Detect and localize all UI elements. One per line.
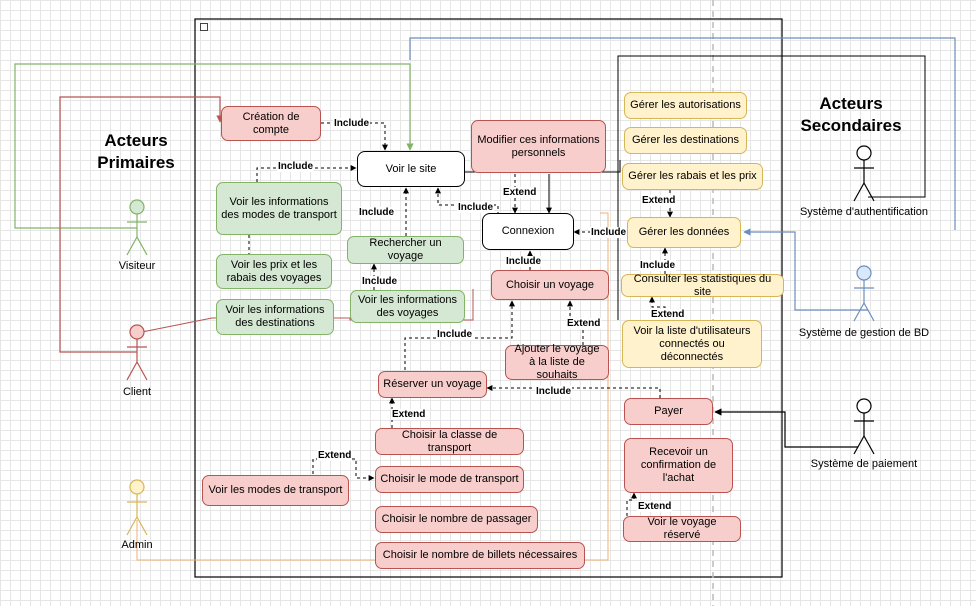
use-case-voir-infos-destinations[interactable]: Voir les informations des destinations	[216, 299, 334, 335]
bd-gerer-donnees-link	[743, 228, 868, 311]
extend-label: Extend	[637, 501, 673, 512]
use-case-modifier-infos[interactable]: Modifier ces informations personnels	[471, 120, 606, 173]
use-case-gerer-destinations[interactable]: Gérer les destinations	[624, 127, 747, 154]
include-label: Include	[457, 202, 495, 213]
use-case-voir-prix-rabais[interactable]: Voir les prix et les rabais des voyages	[216, 254, 332, 289]
use-case-voir-site[interactable]: Voir le site	[357, 151, 465, 187]
use-case-rechercher-voyage[interactable]: Rechercher un voyage	[347, 236, 464, 264]
admin-link	[136, 212, 609, 561]
client-actor-icon	[126, 324, 148, 381]
use-case-recevoir-confirmation[interactable]: Recevoir un confirmation de l'achat	[624, 438, 733, 493]
auth-system-actor-icon	[853, 145, 875, 202]
system-boundary	[194, 18, 783, 578]
client-creation-compte-link	[59, 96, 224, 353]
use-case-voir-modes-transport[interactable]: Voir les modes de transport	[202, 475, 349, 506]
extend-label: Extend	[650, 309, 686, 320]
client-actor-label: Client	[122, 386, 152, 398]
use-case-choisir-nb-passager[interactable]: Choisir le nombre de passager	[375, 506, 538, 533]
paiement-system-actor-label: Système de paiement	[810, 458, 918, 470]
use-case-reserver-voyage[interactable]: Réserver un voyage	[378, 371, 487, 398]
paiement-payer-link	[714, 408, 858, 448]
extend-label: Extend	[566, 318, 602, 329]
use-case-choisir-mode[interactable]: Choisir le mode de transport	[375, 466, 524, 493]
bd-system-actor-label: Système de gestion de BD	[798, 327, 930, 339]
use-case-payer[interactable]: Payer	[624, 398, 713, 425]
include-label: Include	[436, 329, 474, 340]
use-case-ajouter-souhaits[interactable]: Ajouter le voyage à la liste de souhaits	[505, 343, 609, 381]
include-label: Include	[505, 256, 543, 267]
include-label: Include	[590, 227, 628, 238]
use-case-voir-liste-utilisateurs[interactable]: Voir la liste d'utilisateurs connectés o…	[622, 320, 762, 368]
visiteur-actor-icon	[126, 199, 148, 256]
visiteur-actor-label: Visiteur	[118, 260, 156, 272]
auth-system-actor-label: Système d'authentification	[799, 206, 929, 218]
extend-label: Extend	[502, 187, 538, 198]
include-label: Include	[333, 118, 371, 129]
auth-admin-link	[617, 55, 926, 320]
use-case-connexion[interactable]: Connexion	[482, 213, 574, 250]
include-label: Include	[361, 276, 399, 287]
auth-link	[409, 37, 956, 230]
use-case-choisir-nb-billets[interactable]: Choisir le nombre de billets nécessaires	[375, 542, 585, 569]
admin-actor-label: Admin	[121, 539, 153, 551]
conn-voir-reserve-confirmation	[626, 492, 637, 516]
visiteur-voir-site-link	[14, 63, 414, 229]
use-case-gerer-autorisations[interactable]: Gérer les autorisations	[624, 92, 747, 119]
bd-system-actor-icon	[853, 265, 875, 322]
use-case-gerer-donnees[interactable]: Gérer les données	[627, 217, 741, 248]
include-label: Include	[639, 260, 677, 271]
use-case-voir-infos-voyages[interactable]: Voir les informations des voyages	[350, 290, 465, 323]
use-case-voir-voyage-reserve[interactable]: Voir le voyage réservé	[623, 516, 741, 542]
include-label: Include	[277, 161, 315, 172]
secondary-actors-heading: Acteurs Secondaires	[800, 94, 902, 135]
use-case-choisir-voyage[interactable]: Choisir un voyage	[491, 270, 609, 300]
use-case-gerer-rabais[interactable]: Gérer les rabais et les prix	[622, 163, 763, 190]
use-case-voir-modes-transport-info[interactable]: Voir les informations des modes de trans…	[216, 182, 342, 235]
extend-label: Extend	[391, 409, 427, 420]
include-label: Include	[358, 207, 396, 218]
use-case-creation-compte[interactable]: Création de compte	[221, 106, 321, 141]
system-boundary-icon	[200, 23, 208, 31]
admin-actor-icon	[126, 479, 148, 536]
include-label: Include	[535, 386, 573, 397]
extend-label: Extend	[641, 195, 677, 206]
conn-modes-voir-site	[256, 165, 357, 182]
use-case-consulter-stats[interactable]: Consulter les statistiques du site	[621, 273, 784, 298]
conn-payer-reserver	[486, 385, 661, 398]
primary-actors-heading: Acteurs Primaires	[97, 131, 175, 172]
paiement-system-actor-icon	[853, 398, 875, 455]
use-case-choisir-classe[interactable]: Choisir la classe de transport	[375, 428, 524, 455]
extend-label: Extend	[317, 450, 353, 461]
